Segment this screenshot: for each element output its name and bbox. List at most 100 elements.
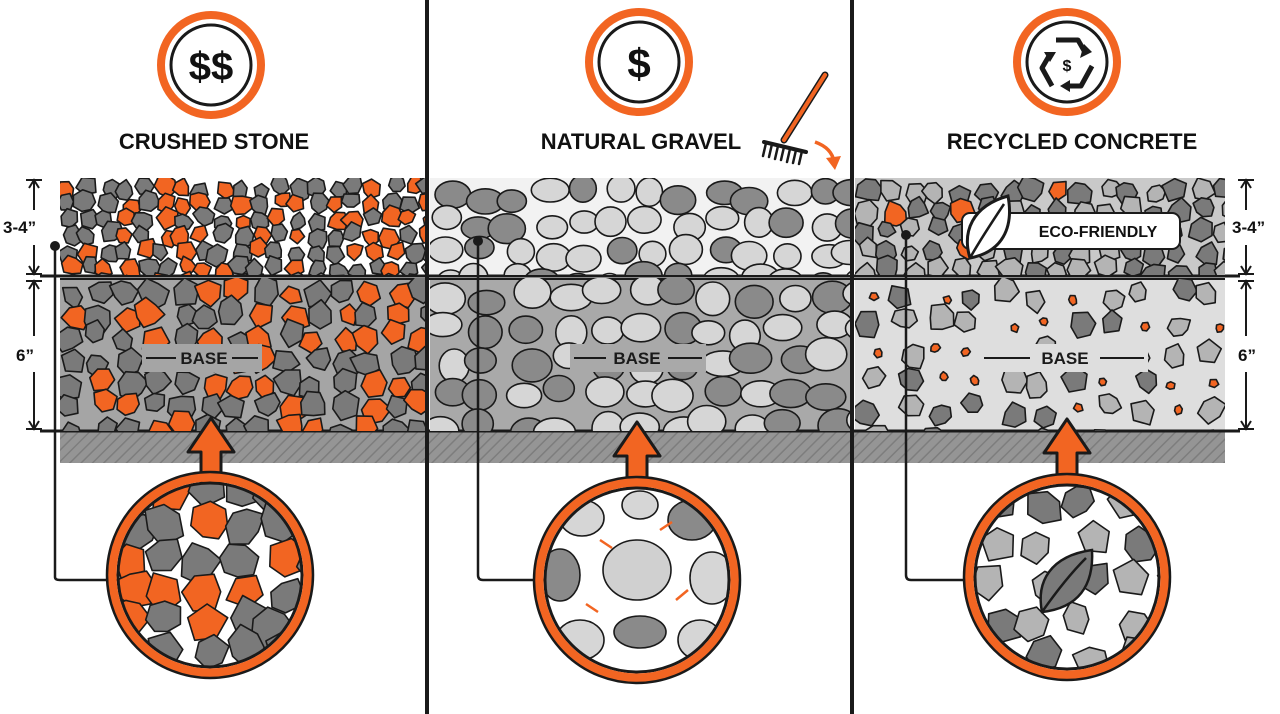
concrete-chunk: [1221, 200, 1225, 218]
gravel-pebble: [762, 313, 803, 342]
crushed-stone-piece: [300, 634, 302, 667]
dimension-base-right: 6”: [1238, 346, 1256, 365]
gravel-pebble: [834, 208, 850, 239]
crushed-stone-piece: [212, 222, 235, 244]
concrete-chunk: [902, 261, 926, 275]
crushed-stone-piece: [180, 573, 222, 612]
crushed-stone-piece: [328, 423, 353, 431]
crushed-stone-piece: [360, 368, 388, 399]
crushed-stone-piece: [186, 603, 229, 642]
gravel-pebble: [594, 206, 627, 238]
concrete-chunk: [961, 289, 980, 311]
cost-symbol: $: [627, 40, 650, 87]
concrete-chunk: [855, 399, 881, 427]
crushed-stone-piece: [270, 178, 290, 197]
crushed-stone-piece: [152, 242, 169, 262]
crushed-stone-piece: [114, 241, 132, 260]
concrete-chunk: [1020, 531, 1050, 566]
crushed-stone-piece: [380, 261, 400, 275]
crushed-stone-piece: [174, 371, 201, 396]
aggregate-particles: [60, 178, 1225, 431]
crushed-stone-piece: [179, 270, 193, 275]
crushed-stone-piece: [216, 394, 245, 419]
crushed-stone-piece: [192, 206, 216, 227]
gravel-pebble: [626, 205, 662, 235]
concrete-chunk: [1212, 221, 1225, 244]
concrete-chunk: [1161, 178, 1188, 203]
crushed-stone-piece: [217, 294, 244, 326]
crushed-stone-piece: [251, 664, 298, 667]
gravel-pebble: [773, 243, 802, 270]
crushed-stone-piece: [115, 227, 133, 244]
concrete-chunk: [1187, 216, 1213, 243]
concrete-fleck: [929, 343, 942, 353]
concrete-chunk: [1112, 558, 1150, 596]
dimension-top-right: 3-4”: [1232, 218, 1265, 237]
crushed-stone-piece: [380, 204, 404, 228]
crushed-stone-piece: [285, 193, 305, 213]
crushed-stone-piece: [341, 221, 362, 242]
crushed-stone-piece: [153, 178, 177, 199]
concrete-fleck: [1098, 377, 1108, 387]
leaf-icon: [965, 194, 1011, 260]
gravel-pebble: [525, 268, 559, 275]
concrete-fleck: [1165, 380, 1176, 391]
gravel-pebble: [434, 180, 472, 209]
gravel-pebble: [804, 382, 847, 411]
crushed-stone-piece: [348, 273, 353, 275]
crushed-stone-base-layer: [60, 278, 425, 431]
concrete-chunk: [855, 261, 876, 275]
gravel-pebble: [741, 263, 780, 275]
base-label-text: BASE: [613, 349, 660, 368]
concrete-chunk: [951, 257, 972, 275]
crushed-stone-piece: [189, 191, 211, 212]
crushed-stone-piece: [380, 318, 406, 346]
crushed-stone-piece: [249, 211, 270, 233]
crushed-stone-piece: [118, 570, 158, 609]
crushed-stone-piece: [263, 241, 283, 261]
crushed-stone-piece: [60, 393, 79, 417]
crushed-stone-piece: [303, 279, 333, 308]
crushed-stone-piece: [187, 483, 226, 509]
crushed-stone-piece: [290, 271, 304, 275]
crushed-stone-piece: [417, 193, 425, 212]
crushed-stone-piece: [299, 390, 326, 417]
crushed-stone-piece: [190, 500, 229, 540]
crushed-stone-piece: [364, 241, 385, 263]
concrete-fleck: [1067, 294, 1078, 307]
crushed-stone-piece: [355, 415, 379, 431]
gravel-pebble: [620, 312, 662, 343]
concrete-chunk: [1025, 289, 1046, 315]
concrete-chunk: [1213, 260, 1225, 275]
gravel-pebble: [621, 490, 659, 520]
crushed-stone-piece: [346, 243, 364, 262]
concrete-fleck: [942, 295, 953, 305]
concrete-chunk: [1157, 646, 1159, 669]
concrete-fleck: [1208, 378, 1220, 389]
gravel-pebble: [606, 178, 636, 203]
crushed-stone-piece: [283, 259, 305, 275]
crushed-stone-piece: [399, 261, 419, 275]
gravel-pebble: [565, 244, 602, 273]
crushed-stone-piece: [414, 178, 425, 195]
crushed-stone-piece: [399, 224, 418, 245]
gravel-pebble: [542, 374, 576, 403]
crushed-stone-piece: [248, 302, 274, 330]
crushed-stone-piece: [270, 223, 289, 243]
concrete-chunk: [1157, 494, 1159, 524]
gravel-pebble: [438, 269, 463, 275]
concrete-fleck: [1173, 404, 1184, 416]
concrete-chunk: [927, 255, 950, 275]
concrete-chunk: [1066, 257, 1092, 275]
gravel-pebble: [487, 213, 527, 245]
crushed-stone-piece: [327, 229, 345, 248]
crushed-stone-piece: [303, 607, 344, 645]
concrete-chunk: [880, 179, 902, 202]
crushed-stone-piece: [325, 245, 346, 267]
concrete-chunk: [1167, 264, 1194, 275]
crushed-stone-piece: [272, 349, 301, 374]
concrete-chunk: [928, 404, 953, 427]
gravel-pebble: [430, 311, 463, 338]
rake-motion-arrow-icon: [814, 140, 841, 170]
crushed-stone-piece: [144, 600, 182, 633]
